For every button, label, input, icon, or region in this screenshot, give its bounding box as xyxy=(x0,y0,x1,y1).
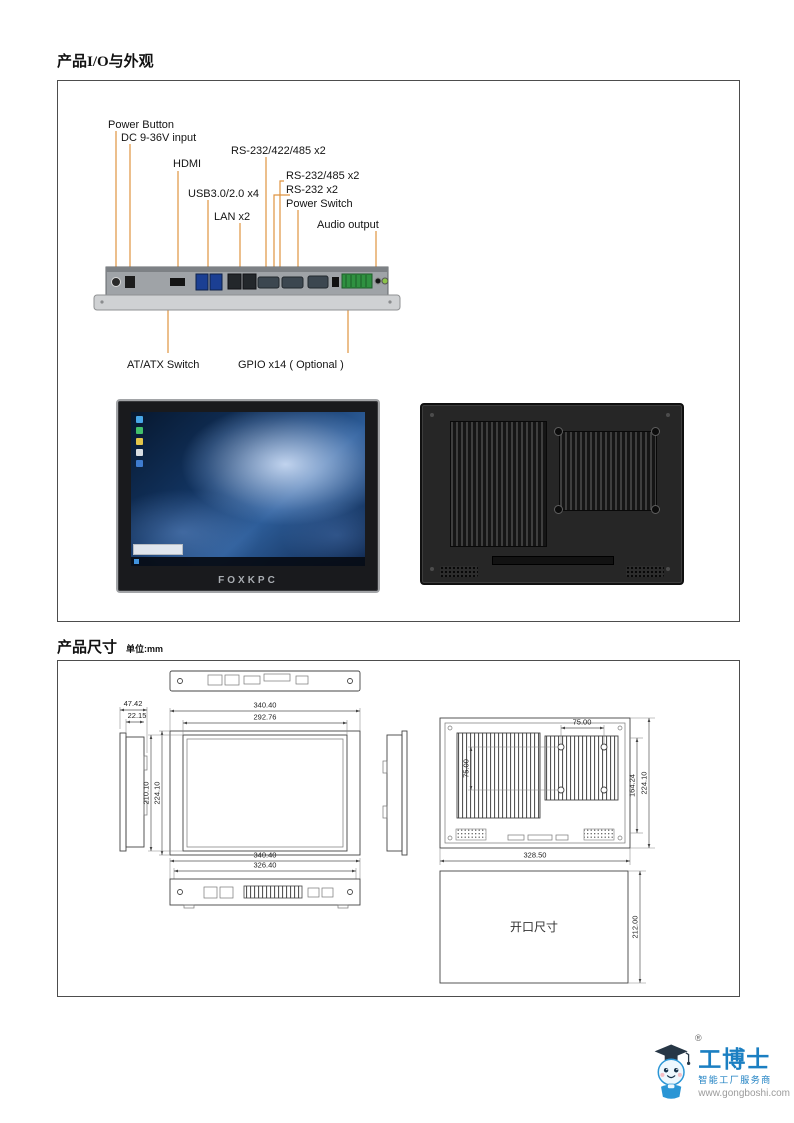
serial-db9-port xyxy=(281,276,304,289)
lan-port xyxy=(242,273,257,290)
label-power-button: Power Button xyxy=(108,119,174,131)
start-button-icon xyxy=(134,559,139,564)
dim-rear-height-outer: 224.10 xyxy=(640,772,649,795)
desktop-icon xyxy=(136,416,143,423)
io-appearance-panel: Power Button DC 9-36V input RS-232/422/4… xyxy=(57,80,740,622)
label-audio: Audio output xyxy=(317,219,379,231)
vesa-hole xyxy=(651,427,660,436)
rear-view-drawing: 75.00 75.00 164.24 224.10 328.50 xyxy=(439,718,655,865)
rear-io-strip xyxy=(492,556,614,565)
desktop-icon xyxy=(136,438,143,445)
front-view-screen xyxy=(131,412,365,566)
front-view-photo: FOXKPC xyxy=(116,399,380,593)
cutout-label: 开口尺寸 xyxy=(510,920,558,934)
vesa-hole xyxy=(554,427,563,436)
usb-port xyxy=(195,273,209,291)
company-name: 工博士 xyxy=(698,1046,771,1073)
front-view-drawing: 340.40 292.76 224.10 210.10 xyxy=(142,701,361,856)
side-view-left-drawing: 47.42 22.15 xyxy=(119,699,148,852)
side-view-right-drawing xyxy=(382,730,408,856)
vesa-hole xyxy=(554,505,563,514)
dim-side-total: 47.42 xyxy=(124,699,143,708)
label-dc-input: DC 9-36V input xyxy=(121,132,196,144)
label-at-atx-switch: AT/ATX Switch xyxy=(127,359,199,371)
taskbar xyxy=(131,557,365,566)
section-title-dimensions-row: 产品尺寸 单位:mm xyxy=(57,636,163,657)
dimension-unit: 单位:mm xyxy=(126,644,164,654)
cutout-drawing: 开口尺寸 212.00 xyxy=(439,870,646,984)
label-lan: LAN x2 xyxy=(214,211,250,223)
dim-vesa-vertical: 75.00 xyxy=(462,759,471,778)
desktop-icon xyxy=(136,449,143,456)
dim-front-height-outer: 224.10 xyxy=(153,782,162,805)
heatsink-left xyxy=(450,421,547,547)
gpio-terminal-port xyxy=(341,273,373,289)
desktop-icon xyxy=(136,427,143,434)
hdmi-port xyxy=(170,278,185,286)
audio-jack-port xyxy=(374,277,382,285)
dim-side-body: 22.15 xyxy=(128,711,147,720)
company-logo: ® 工博士 智能工厂服务商 www.gongboshi.com xyxy=(650,1033,790,1110)
lan-port xyxy=(227,273,242,290)
power-button-port xyxy=(111,277,121,287)
dim-cutout-height: 212.00 xyxy=(631,916,640,939)
dimension-drawings: 47.42 22.15 340.40 292.76 224.10 21 xyxy=(119,670,655,984)
dim-vesa-horizontal: 75.00 xyxy=(573,718,592,727)
label-hdmi: HDMI xyxy=(173,158,201,170)
dim-front-width-inner: 292.76 xyxy=(254,713,277,722)
top-edge-view-drawing xyxy=(169,670,361,692)
dim-rear-width: 328.50 xyxy=(524,851,547,860)
label-rs232-485: RS-232/485 x2 xyxy=(286,170,359,182)
registered-mark: ® xyxy=(695,1033,702,1043)
screw xyxy=(430,413,434,417)
dim-bottom-width-outer: 340.40 xyxy=(254,851,277,860)
label-usb: USB3.0/2.0 x4 xyxy=(188,188,259,200)
io-leader-lines xyxy=(115,131,377,353)
power-switch-port xyxy=(332,277,339,287)
desktop-icon xyxy=(136,460,143,467)
heatsink-right xyxy=(559,431,657,511)
dc-jack-port xyxy=(125,276,135,288)
desktop-popup xyxy=(133,544,183,555)
dim-front-height-inner: 210.10 xyxy=(142,782,151,805)
label-rs232-422-485: RS-232/422/485 x2 xyxy=(231,145,326,157)
rear-view-photo xyxy=(420,403,684,585)
audio-jack-port xyxy=(381,277,389,285)
section-title-dimensions: 产品尺寸 xyxy=(57,640,118,656)
mascot-logo-icon xyxy=(654,1044,691,1099)
screw xyxy=(666,567,670,571)
speaker-grille xyxy=(440,566,478,577)
company-tagline: 智能工厂服务商 xyxy=(698,1074,772,1085)
front-bezel-brand: FOXKPC xyxy=(218,575,278,586)
section-title-io: 产品I/O与外观 xyxy=(57,54,154,70)
label-rs232: RS-232 x2 xyxy=(286,184,338,196)
io-port-diagram: Power Button DC 9-36V input RS-232/422/4… xyxy=(93,119,401,371)
label-gpio: GPIO x14 ( Optional ) xyxy=(238,359,344,371)
screw xyxy=(430,567,434,571)
serial-terminal-port xyxy=(307,275,329,289)
dim-front-width-outer: 340.40 xyxy=(254,701,277,710)
dim-rear-height-inner: 164.24 xyxy=(628,774,637,797)
dimension-drawings-panel: 47.42 22.15 340.40 292.76 224.10 21 xyxy=(57,660,740,997)
speaker-grille xyxy=(626,566,664,577)
vesa-hole xyxy=(651,505,660,514)
company-text-block: 工博士 智能工厂服务商 www.gongboshi.com xyxy=(698,1047,790,1098)
io-panel-drawing xyxy=(93,266,401,311)
usb-port xyxy=(209,273,223,291)
bottom-edge-view-drawing: 340.40 326.40 xyxy=(169,851,361,909)
serial-db9-port xyxy=(257,276,280,289)
screw xyxy=(666,413,670,417)
label-power-switch: Power Switch xyxy=(286,198,353,210)
dim-bottom-width-inner: 326.40 xyxy=(254,861,277,870)
company-url: www.gongboshi.com xyxy=(698,1087,790,1099)
